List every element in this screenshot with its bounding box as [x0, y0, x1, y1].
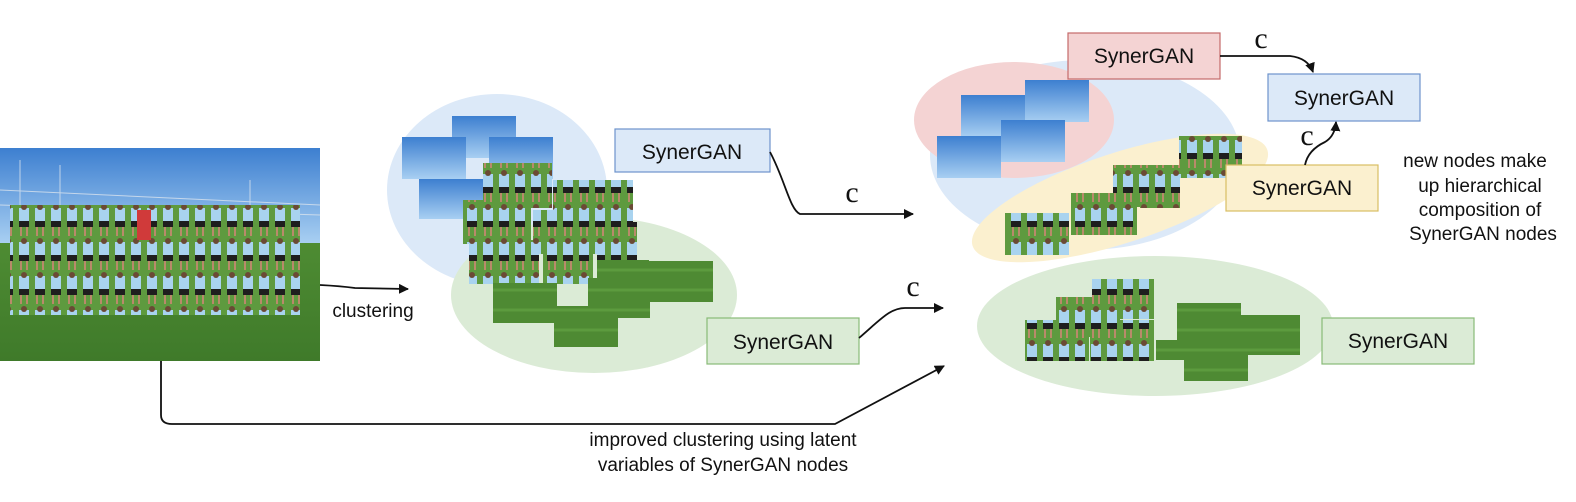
c-variable-label: c — [906, 270, 919, 303]
clustering-arrow — [319, 283, 409, 294]
sky-patch-icon — [1001, 120, 1065, 162]
people-patch-icon — [1025, 320, 1089, 361]
right-sky-patches — [937, 80, 1089, 178]
people-patch-icon — [1071, 193, 1137, 235]
improved-clustering-label-line2: variables of SynerGAN nodes — [598, 455, 848, 476]
new-nodes-label-line1: new nodes make — [1403, 151, 1547, 172]
synergan-label: SynerGAN — [733, 331, 833, 354]
mid-green-to-right-arrow — [858, 303, 944, 339]
people-patch-icon — [469, 240, 539, 284]
synergan-node-right-blue: SynerGAN — [1267, 73, 1421, 122]
people-patch-icon — [1090, 320, 1154, 361]
improved-clustering-arrow — [160, 361, 945, 425]
synergan-node-mid-blue: SynerGAN — [614, 128, 771, 173]
improved-clustering-label-line1: improved clustering using latent — [589, 430, 857, 451]
people-patch-icon — [597, 222, 637, 260]
grass-patch-icon — [1184, 340, 1248, 381]
team-photo-icon — [0, 148, 321, 361]
synergan-label: SynerGAN — [1294, 87, 1394, 110]
synergan-node-right-green: SynerGAN — [1321, 317, 1475, 365]
new-nodes-label-line3: composition of — [1419, 200, 1542, 221]
synergan-label: SynerGAN — [1348, 330, 1448, 353]
people-patch-icon — [463, 200, 531, 244]
grass-patch-icon — [1177, 303, 1241, 343]
synergan-node-mid-green: SynerGAN — [706, 317, 860, 365]
grass-patch-icon — [649, 261, 713, 302]
sky-patch-icon — [402, 137, 466, 179]
red-to-blue-node-arrow — [1220, 55, 1315, 73]
mid-people-patches — [463, 163, 637, 284]
sky-patch-icon — [1025, 80, 1089, 122]
right-green-patches — [1025, 279, 1300, 381]
synergan-label: SynerGAN — [642, 141, 742, 164]
mid-blue-to-right-arrow — [769, 151, 914, 219]
synergan-node-right-red: SynerGAN — [1067, 32, 1221, 80]
grass-patch-icon — [554, 306, 618, 347]
sky-patch-icon — [937, 136, 1001, 178]
synergan-label: SynerGAN — [1252, 177, 1352, 200]
new-nodes-label-line4: SynerGAN nodes — [1409, 224, 1557, 245]
people-patch-icon — [1005, 213, 1069, 255]
new-nodes-label-line2: up hierarchical — [1418, 176, 1542, 197]
grass-patch-icon — [493, 283, 557, 323]
mid-grass-patches — [493, 260, 713, 347]
synergan-node-right-yellow: SynerGAN — [1225, 164, 1379, 212]
c-variable-label: c — [1300, 119, 1313, 152]
c-variable-label: c — [1254, 22, 1267, 55]
people-patch-icon — [1140, 178, 1180, 208]
yellow-to-blue-node-arrow — [1304, 121, 1341, 166]
clustering-label: clustering — [332, 301, 413, 322]
synergan-label: SynerGAN — [1094, 45, 1194, 68]
c-variable-label: c — [845, 176, 858, 209]
people-patch-icon — [543, 240, 593, 284]
grass-patch-icon — [597, 260, 649, 278]
